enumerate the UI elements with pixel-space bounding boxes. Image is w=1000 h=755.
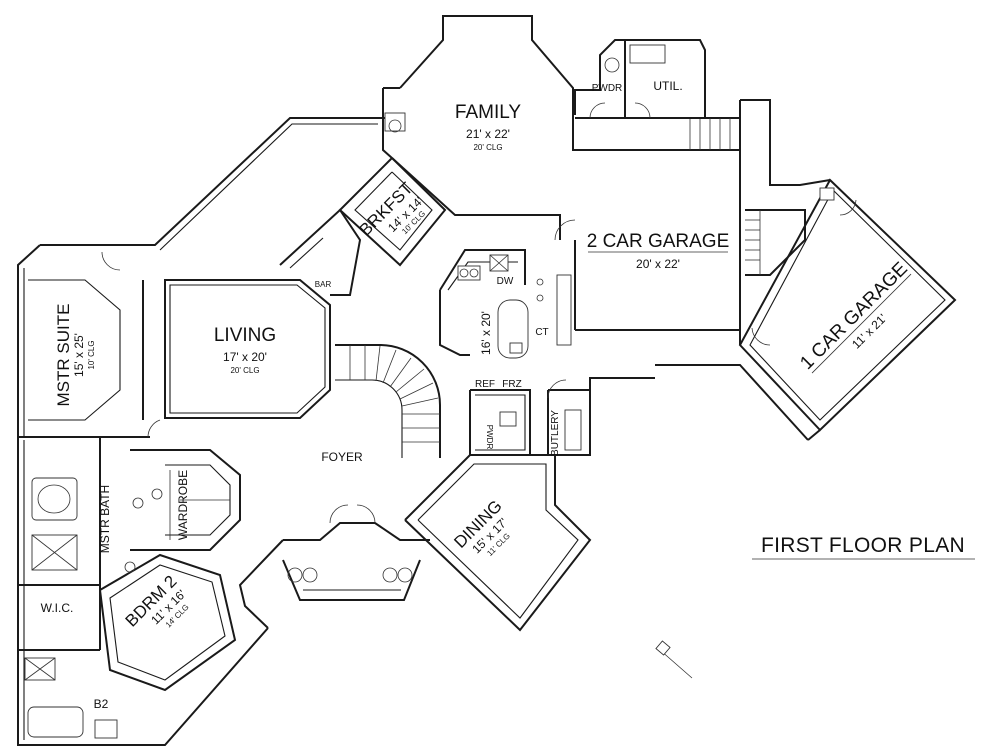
mstr-bath-label: MSTR BATH [98,485,112,553]
garage1-label: 1 CAR GARAGE [796,258,912,374]
exterior-walls [17,15,957,746]
garage-fixture [819,187,835,201]
living-ceiling: 20' CLG [230,366,259,375]
plan-title: FIRST FLOOR PLAN [761,534,965,557]
foyer-label: FOYER [321,450,363,464]
curved-staircase [335,344,441,458]
pwdr-sink [499,411,517,427]
kitchen-sink [457,265,481,281]
butlery-counter [564,409,582,451]
wic-label: W.I.C. [41,601,74,615]
plan-title-group: FIRST FLOOR PLAN [752,534,975,560]
wardrobe-label: WARDROBE [176,470,190,540]
family-ceiling: 20' CLG [473,143,502,152]
util-counter [629,44,666,64]
family-label: FAMILY [455,102,521,123]
mstr-suite-ceiling: 10' CLG [87,340,96,369]
dw-label: DW [497,276,514,287]
cooktop [509,342,523,354]
mstr-suite-size: 15' x 25' [72,333,86,377]
b2-vanity [94,719,118,739]
room-labels: FAMILY 21' x 22' 20' CLG BRKFST 14' x 14… [54,102,912,631]
living-label: LIVING [214,325,276,346]
family-size: 21' x 22' [466,127,510,141]
garage-stairs [689,118,761,275]
util-label: UTIL. [653,79,682,93]
kitchen-size: 16' x 20' [479,311,493,355]
ref-label: REF [475,379,495,390]
pwdr-top-label: PWDR [592,83,623,94]
garage2-size: 20' x 22' [636,257,680,271]
fixtures [24,44,857,739]
living-size: 17' x 20' [223,350,267,364]
b2-tub [27,706,84,738]
mstr-suite-label: MSTR SUITE [54,304,73,407]
interior-walls [18,40,705,692]
pwdr-mid-label: PWDR [485,425,494,450]
butlery-label: BUTLERY [550,410,561,456]
garage2-label: 2 CAR GARAGE [587,231,730,252]
ct-label: CT [535,327,548,338]
oven-column [556,274,572,346]
frz-label: FRZ [502,379,521,390]
bar-label: BAR [315,280,332,289]
b2-label: B2 [94,697,109,711]
small-labels: PWDR UTIL. BAR DW CT REF FRZ PWDR BUTLER… [41,79,683,711]
family-fireplace [384,112,406,132]
